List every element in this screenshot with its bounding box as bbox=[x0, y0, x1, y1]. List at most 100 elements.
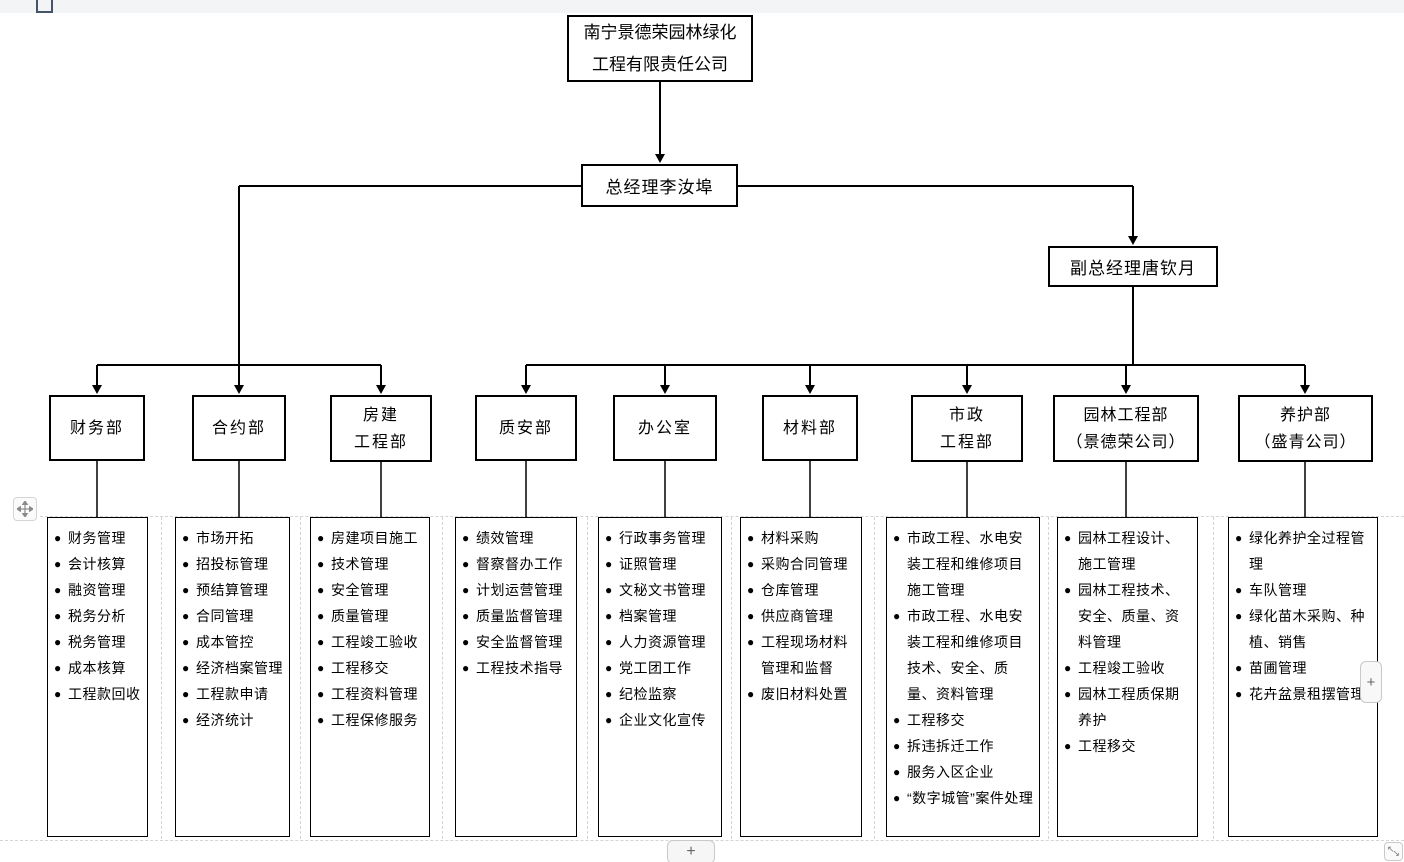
bullet-icon: ● bbox=[54, 687, 62, 701]
duty-item: ●税务管理 bbox=[54, 629, 143, 655]
duty-item: ●质量监督管理 bbox=[462, 603, 572, 629]
duty-text: 市场开拓 bbox=[196, 530, 254, 546]
bullet-icon: ● bbox=[317, 687, 325, 701]
duty-text: 市政工程、水电安装工程和维修项目技术、安全、质量、资料管理 bbox=[907, 608, 1023, 702]
duty-text: 拆违拆迁工作 bbox=[907, 738, 994, 754]
duty-text: 督察督办工作 bbox=[476, 556, 563, 572]
duty-list-materials: ●材料采购●采购合同管理●仓库管理●供应商管理●工程现场材料管理和监督●废旧材料… bbox=[740, 517, 862, 837]
move-arrows-icon bbox=[17, 501, 33, 517]
dept-title: 合约部 bbox=[211, 419, 266, 437]
duty-item: ●园林工程技术、安全、质量、资料管理 bbox=[1064, 577, 1193, 655]
duty-item: ●工程技术指导 bbox=[462, 655, 572, 681]
table-gridline bbox=[1048, 517, 1049, 839]
duty-text: 党工团工作 bbox=[619, 660, 692, 676]
dept-box-maintenance: 养护部 （盛青公司） bbox=[1238, 395, 1373, 462]
duty-item: ●工程款申请 bbox=[182, 681, 285, 707]
dept-title: 质安部 bbox=[498, 419, 553, 437]
dept-title: （盛青公司） bbox=[1254, 433, 1357, 451]
bullet-icon: ● bbox=[1235, 661, 1243, 675]
bullet-icon: ● bbox=[317, 661, 325, 675]
duty-item: ●计划运营管理 bbox=[462, 577, 572, 603]
duty-item: ●行政事务管理 bbox=[605, 525, 717, 551]
duty-text: 车队管理 bbox=[1249, 582, 1307, 598]
add-row-button[interactable]: + bbox=[667, 840, 715, 862]
bullet-icon: ● bbox=[317, 609, 325, 623]
duty-text: 纪检监察 bbox=[619, 686, 677, 702]
duty-item: ● 苗圃管理 bbox=[1235, 655, 1373, 681]
bullet-icon: ● bbox=[605, 635, 613, 649]
bullet-icon: ● bbox=[462, 661, 470, 675]
general-manager-box: 总经理李汝埠 bbox=[581, 164, 738, 207]
duty-item: ●技术管理 bbox=[317, 551, 425, 577]
dept-box-municipal-engineering: 市政 工程部 bbox=[911, 395, 1023, 462]
duty-text: 工程移交 bbox=[331, 660, 389, 676]
dept-box-finance: 财务部 bbox=[49, 395, 145, 461]
duty-item: ●税务分析 bbox=[54, 603, 143, 629]
duty-item: ●文秘文书管理 bbox=[605, 577, 717, 603]
bullet-icon: ● bbox=[605, 661, 613, 675]
canvas-top-handle[interactable] bbox=[36, 0, 53, 13]
duty-item: ●绿化苗木采购、种植、销售 bbox=[1235, 603, 1373, 655]
bullet-icon: ● bbox=[462, 557, 470, 571]
dept-box-quality-safety: 质安部 bbox=[475, 395, 577, 461]
duty-text: 计划运营管理 bbox=[476, 582, 563, 598]
duty-text: 合同管理 bbox=[196, 608, 254, 624]
dept-title: 工程部 bbox=[939, 433, 994, 451]
duty-text: 废旧材料处置 bbox=[761, 686, 848, 702]
duty-text: 绿化苗木采购、种植、销售 bbox=[1249, 608, 1365, 650]
duty-text: 服务入区企业 bbox=[907, 764, 994, 780]
bullet-icon: ● bbox=[182, 661, 190, 675]
duty-text: 档案管理 bbox=[619, 608, 677, 624]
duty-item: ● 督察督办工作 bbox=[462, 551, 572, 577]
duty-item: ● 市政工程、水电安装工程和维修项目施工管理 bbox=[893, 525, 1035, 603]
company-box: 南宁景德荣园林绿化 工程有限责任公司 bbox=[567, 15, 753, 82]
bullet-icon: ● bbox=[462, 635, 470, 649]
duty-text: 招投标管理 bbox=[196, 556, 269, 572]
duty-text: “数字城管”案件处理 bbox=[907, 790, 1034, 806]
deputy-general-manager-box: 副总经理唐钦月 bbox=[1048, 246, 1218, 287]
duty-item: ● 党工团工作 bbox=[605, 655, 717, 681]
duty-text: 行政事务管理 bbox=[619, 530, 706, 546]
bullet-icon: ● bbox=[182, 609, 190, 623]
table-gridline bbox=[161, 517, 162, 839]
duty-item: ●安全管理 bbox=[317, 577, 425, 603]
bullet-icon: ● bbox=[182, 557, 190, 571]
duty-item: ● 工程移交 bbox=[317, 655, 425, 681]
bullet-icon: ● bbox=[893, 713, 901, 727]
bullet-icon: ● bbox=[747, 687, 755, 701]
dept-title: 财务部 bbox=[69, 419, 124, 437]
dept-title: 养护部 bbox=[1279, 406, 1331, 424]
duty-text: 市政工程、水电安装工程和维修项目施工管理 bbox=[907, 530, 1023, 598]
duty-text: 融资管理 bbox=[68, 582, 126, 598]
duty-text: 仓库管理 bbox=[761, 582, 819, 598]
duty-item: ●花卉盆景租摆管理 bbox=[1235, 681, 1373, 707]
dept-box-office: 办公室 bbox=[613, 395, 717, 461]
duty-item: ●市政工程、水电安装工程和维修项目技术、安全、质量、资料管理 bbox=[893, 603, 1035, 707]
bullet-icon: ● bbox=[1235, 687, 1243, 701]
duty-text: 园林工程设计、施工管理 bbox=[1078, 530, 1180, 572]
bullet-icon: ● bbox=[747, 557, 755, 571]
duty-item: ●预结算管理 bbox=[182, 577, 285, 603]
duty-item: ●经济档案管理 bbox=[182, 655, 285, 681]
bullet-icon: ● bbox=[54, 531, 62, 545]
expand-resize-handle[interactable]: ↖ ↘ bbox=[1384, 842, 1403, 861]
dept-title: 办公室 bbox=[637, 419, 692, 437]
bullet-icon: ● bbox=[182, 687, 190, 701]
table-gridline bbox=[1213, 517, 1214, 839]
duty-text: 质量管理 bbox=[331, 608, 389, 624]
move-handle[interactable] bbox=[13, 497, 37, 521]
duty-item: ●会计核算 bbox=[54, 551, 143, 577]
duty-list-office: ●行政事务管理●证照管理●文秘文书管理●档案管理●人力资源管理●党工团工作●纪检… bbox=[598, 517, 722, 837]
duty-text: 质量监督管理 bbox=[476, 608, 563, 624]
duty-item: ●供应商管理 bbox=[747, 603, 857, 629]
bullet-icon: ● bbox=[1235, 583, 1243, 597]
duty-item: ●工程移交 bbox=[893, 707, 1035, 733]
duty-item: ●安全监督管理 bbox=[462, 629, 572, 655]
bullet-icon: ● bbox=[893, 531, 901, 545]
dept-title: （景德荣公司） bbox=[1066, 433, 1186, 451]
bullet-icon: ● bbox=[1064, 583, 1072, 597]
duty-list-quality-safety: ●绩效管理●督察督办工作●计划运营管理●质量监督管理●安全监督管理●工程技术指导 bbox=[455, 517, 577, 837]
duty-text: 苗圃管理 bbox=[1249, 660, 1307, 676]
add-column-button[interactable]: + bbox=[1360, 661, 1382, 703]
